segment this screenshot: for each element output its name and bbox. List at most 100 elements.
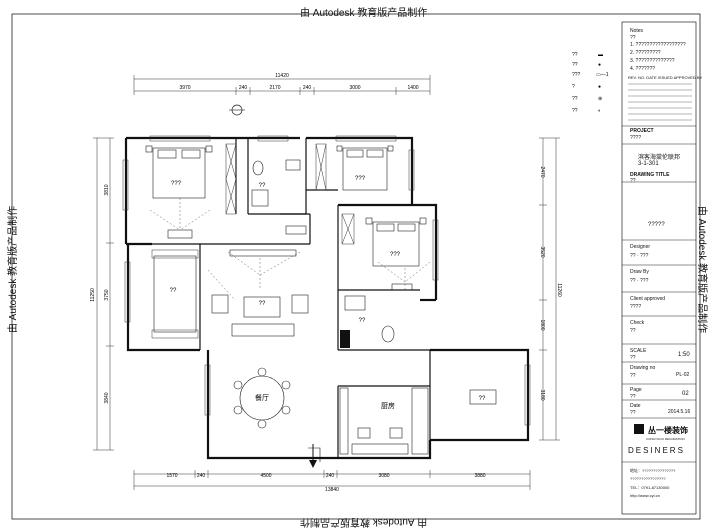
tb-date-value-a: ?? [630,410,636,416]
furniture-dining [233,367,291,429]
room-label-balcony: ?? [479,396,486,402]
watermark-top: 由 Autodesk 教育版产品制作 [300,8,428,19]
dim-right-seg-3: 1800 [539,319,545,330]
tb-page-value-a: ?? [630,394,636,400]
room-label-dining: 餐厅 [255,393,269,402]
entry-arrow-icon [308,444,321,468]
furniture-living [211,249,309,337]
title-block [621,21,697,515]
dim-top-seg-1: 3970 [179,85,190,91]
tb-check-value: ?? [630,328,636,334]
tb-drawing-no-value-a: ?? [630,373,636,379]
dim-bottom-total: 13840 [325,487,339,493]
dimension-right [539,137,560,441]
tb-date-label: Date [630,403,641,409]
dim-left-seg-3: 3840 [104,392,110,403]
tb-designer-label: Designer [630,244,651,250]
tb-company-name: 丛一楼装饰 [648,426,688,435]
dim-bottom-seg-5: 3080 [378,473,389,479]
dim-left-seg-2: 3750 [104,289,110,300]
legend-row-3-symbol: ▭—1 [596,72,609,78]
furniture-bathroom [251,159,395,343]
room-label-bathroom-1: ?? [259,183,266,189]
legend-row-1-symbol: ▬ [598,52,603,58]
legend-row-4-symbol: ● [598,84,601,90]
wardrobes [151,143,355,339]
structural-column [340,330,350,348]
tb-draw-by-label: Draw By [630,269,649,275]
tb-drawing-no-label: Drawing no [630,365,656,371]
room-label-master-bedroom: ??? [171,181,182,187]
tb-address-1: 地址：??????????????? [630,468,676,473]
dim-bottom-seg-6: 3880 [474,473,485,479]
tb-client-label: Client approved [630,296,666,302]
tb-site: http://www.cyl.cn [630,493,660,498]
tb-note-item-2: 2. ????????? [630,50,661,56]
tb-note-item-1: 1. ?????????????????? [630,42,686,48]
dim-right-total: 11260 [556,283,562,297]
furniture-kitchen [339,387,497,455]
tb-phone: TEL：0791-87130000 [630,485,670,490]
tb-draw-by-value: ?? · ??? [630,278,649,284]
tb-company-en-small: CONGYILOU DECORATION [646,437,685,441]
dim-top-seg-6: 1400 [407,85,418,91]
tb-drawing-no-value-b: PL-02 [676,372,690,378]
legend-row-1-label: ?? [572,52,578,58]
tv-units [167,225,413,291]
dimension-top [133,75,431,95]
room-label-kitchen: 厨房 [381,401,395,410]
tb-project-label: PROJECT [630,128,654,134]
dim-bottom-seg-4: 240 [326,473,335,479]
tb-stamp-line: REV. NO. DATE ISSUED APPROVED BY [628,75,703,80]
tb-note-item-4: 4. ??????? [630,66,656,72]
dim-bottom-seg-1: 1570 [166,473,177,479]
tb-designer-value: ?? · ??? [630,253,649,259]
legend-row-5-symbol: ⊕ [598,96,602,102]
dim-left-total: 11250 [90,288,96,302]
tb-client-value: ???? [630,304,642,310]
legend-row-2-label: ?? [572,62,578,68]
dim-top-seg-4: 240 [303,85,312,91]
room-label-bathroom-2: ?? [359,318,366,324]
tb-project-name: 滨客海棠伦联邦 [638,155,681,161]
furniture-beds [145,145,427,333]
tb-project-value: ???? [630,135,642,141]
tb-note-item-3: 3. ?????????????? [630,58,675,64]
legend-row-6-symbol: ◐ [598,108,601,114]
room-label-bedroom-3: ??? [390,252,401,258]
legend-row-4-label: ? [572,84,575,90]
tb-scale-value-b: 1:50 [678,352,690,358]
dimension-bottom [133,470,531,490]
legend-row-5-label: ?? [572,96,578,102]
company-logo-icon [634,424,644,434]
dim-left-seg-1: 3810 [104,184,110,195]
tb-page-label: Page [630,387,642,393]
room-label-bedroom-2: ??? [355,176,366,182]
tb-scale-label: SCALE [630,348,647,354]
tb-page-value-b: 02 [682,391,689,397]
ceiling-guide-lines [149,198,431,301]
tb-address-2: ???????????????? [630,476,666,481]
sheet-frame [11,13,701,520]
dim-bottom-seg-2: 240 [197,473,206,479]
tb-date-value-b: 2014.5.16 [668,409,691,415]
dim-top-seg-2: 240 [239,85,248,91]
tb-project-unit: 3-1-301 [638,161,659,167]
tb-drawing-name: ????? [648,222,665,228]
dim-right-seg-4: 3180 [539,389,545,400]
dim-bottom-seg-3: 4500 [260,473,271,479]
tb-drawing-title-label: DRAWING TITLE [630,172,670,178]
dim-right-seg-1: 2470 [539,166,545,177]
dimension-left [93,137,114,451]
dim-top-seg-3: 2170 [269,85,280,91]
interior-walls [152,138,431,458]
room-label-study: ?? [170,288,177,294]
windows [122,135,531,426]
tb-drawing-title-value: ?? [630,178,636,184]
legend-row-2-symbol: ● [598,62,601,68]
dim-top-seg-5: 3000 [349,85,360,91]
tb-check-label: Check [630,320,645,326]
tb-designers-word: DESINERS [628,446,685,455]
legend-row-6-label: ?? [572,108,578,114]
